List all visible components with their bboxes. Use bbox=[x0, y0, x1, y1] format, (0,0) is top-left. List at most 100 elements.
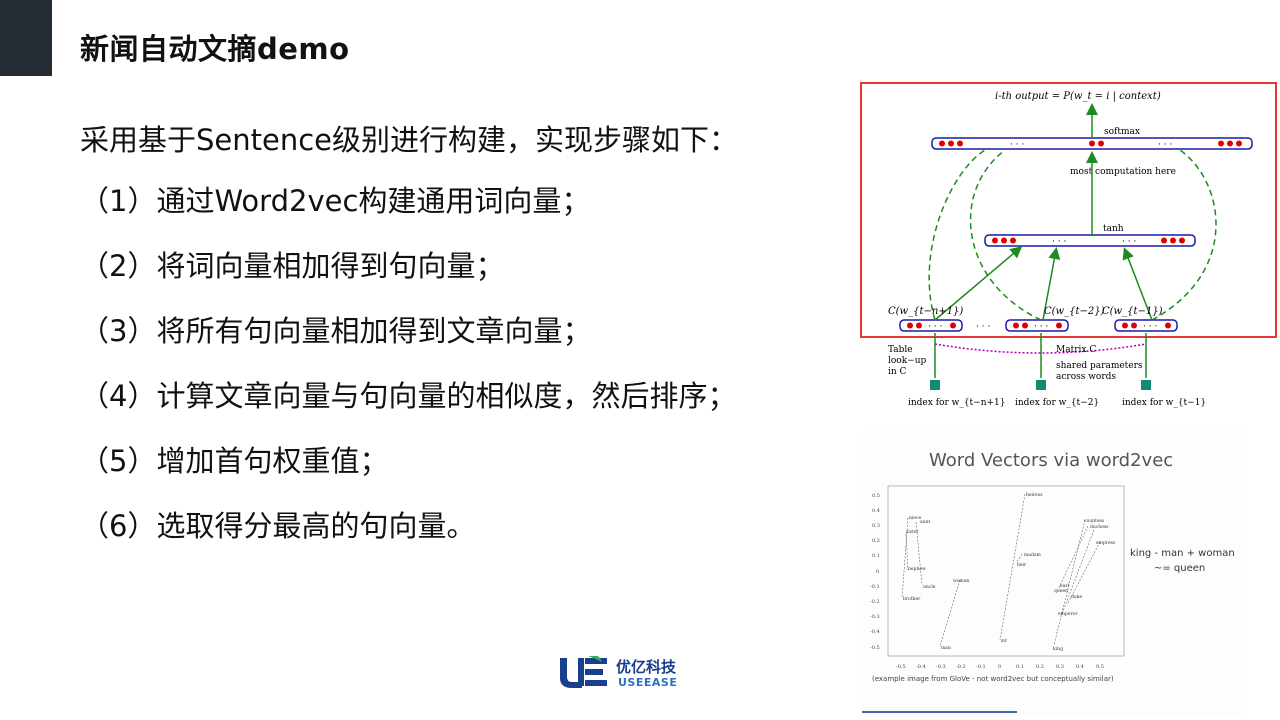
step-item: （3）将所有句向量相加得到文章向量； bbox=[80, 314, 592, 348]
svg-text:emperor: emperor bbox=[1058, 612, 1078, 617]
company-logo: 优亿科技 USEEASE bbox=[558, 656, 698, 690]
svg-text:0.2: 0.2 bbox=[1036, 664, 1044, 670]
input-neurons bbox=[907, 322, 1171, 329]
index-label-3: index for w_{t−1} bbox=[1122, 398, 1206, 408]
svg-text:-0.5: -0.5 bbox=[896, 664, 906, 670]
ellipsis: · · · bbox=[1010, 140, 1024, 150]
slide-title: 新闻自动文摘demo bbox=[80, 32, 350, 66]
index-label-1: index for w_{t−n+1} bbox=[908, 398, 1006, 408]
svg-text:-0.4: -0.4 bbox=[916, 664, 926, 670]
connection-arrows bbox=[934, 103, 1153, 378]
index-box-1 bbox=[930, 380, 940, 390]
svg-text:0.1: 0.1 bbox=[872, 553, 880, 559]
svg-text:nephew: nephew bbox=[908, 566, 926, 572]
tanh-label: tanh bbox=[1103, 224, 1124, 234]
shared-params-label: shared parameters across words bbox=[1056, 361, 1145, 382]
word-labels: niece aunt sister nephew uncle brother w… bbox=[903, 492, 1116, 652]
ellipsis: · · · bbox=[1052, 237, 1066, 247]
logo-name-en: USEEASE bbox=[618, 676, 678, 689]
ellipsis: · · · bbox=[1143, 322, 1157, 332]
svg-text:0: 0 bbox=[998, 664, 1001, 670]
word-vectors-figure: Word Vectors via word2vec 0.5 0.4 0.3 0.… bbox=[870, 450, 1235, 683]
panel-underline bbox=[862, 711, 1017, 713]
input-layer-2 bbox=[1005, 319, 1069, 332]
equation-line-2: ~= queen bbox=[1154, 563, 1205, 574]
svg-text:0.1: 0.1 bbox=[1016, 664, 1024, 670]
logo-mark-icon bbox=[560, 656, 607, 688]
word-pair-lines bbox=[901, 493, 1101, 647]
svg-text:madam: madam bbox=[1024, 552, 1042, 558]
svg-text:aunt: aunt bbox=[920, 519, 930, 525]
table-lookup-label: Table look−up in C bbox=[888, 345, 929, 377]
c1-label: C(w_{t−n+1}) bbox=[888, 306, 963, 317]
svg-text:0.4: 0.4 bbox=[872, 508, 880, 514]
svg-text:0.5: 0.5 bbox=[872, 493, 880, 499]
svg-text:queen: queen bbox=[1054, 589, 1068, 594]
svg-text:duchess: duchess bbox=[1090, 524, 1109, 530]
c3-label: C(w_{t−1}) bbox=[1102, 306, 1163, 317]
svg-text:-0.1: -0.1 bbox=[870, 584, 880, 590]
svg-text:king: king bbox=[1053, 646, 1063, 652]
svg-text:man: man bbox=[941, 646, 951, 651]
svg-text:woman: woman bbox=[953, 579, 970, 584]
svg-text:0.5: 0.5 bbox=[1096, 664, 1104, 670]
svg-text:0.3: 0.3 bbox=[1056, 664, 1064, 670]
ellipsis: · · · bbox=[1034, 322, 1048, 332]
tanh-layer bbox=[984, 234, 1196, 247]
ellipsis: · · · bbox=[928, 322, 942, 332]
index-box-2 bbox=[1036, 380, 1046, 390]
diagram-frame bbox=[860, 82, 1277, 338]
svg-text:empress: empress bbox=[1096, 541, 1116, 546]
equation-line-1: king - man + woman bbox=[1130, 548, 1235, 559]
svg-text:-0.3: -0.3 bbox=[870, 614, 880, 620]
index-box-3 bbox=[1141, 380, 1151, 390]
intro-text: 采用基于Sentence级别进行构建，实现步骤如下： bbox=[80, 123, 739, 157]
input-layer-3 bbox=[1114, 319, 1178, 332]
direct-connections bbox=[928, 149, 1217, 321]
svg-text:-0.1: -0.1 bbox=[976, 664, 986, 670]
svg-text:brother: brother bbox=[903, 596, 921, 602]
softmax-neurons bbox=[939, 140, 1242, 147]
svg-text:0: 0 bbox=[876, 569, 879, 575]
logo-name-cn: 优亿科技 bbox=[616, 658, 677, 676]
steps-list: （1）通过Word2vec构建通用词向量； （2）将词向量相加得到句向量； （3… bbox=[80, 181, 736, 571]
svg-text:sir: sir bbox=[1001, 638, 1008, 644]
input-layer-1 bbox=[899, 319, 963, 332]
svg-text:countess: countess bbox=[1084, 518, 1105, 524]
corner-accent-bar bbox=[0, 0, 52, 76]
step-item: （5）增加首句权重值； bbox=[80, 444, 389, 478]
svg-text:0.4: 0.4 bbox=[1076, 664, 1084, 670]
y-ticks: 0.5 0.4 0.3 0.2 0.1 0 -0.1 -0.2 -0.3 -0.… bbox=[870, 493, 880, 651]
softmax-label: softmax bbox=[1104, 127, 1140, 137]
ellipsis: · · · bbox=[1122, 237, 1136, 247]
step-item: （2）将词向量相加得到句向量； bbox=[80, 249, 505, 283]
svg-text:-0.2: -0.2 bbox=[956, 664, 966, 670]
svg-text:niece: niece bbox=[909, 515, 922, 521]
step-item: （1）通过Word2vec构建通用词向量； bbox=[80, 184, 591, 218]
svg-text:uncle: uncle bbox=[923, 584, 936, 590]
tanh-neurons bbox=[992, 237, 1185, 244]
output-label: i-th output = P(w_t = i | context) bbox=[995, 91, 1161, 102]
svg-text:-0.4: -0.4 bbox=[870, 629, 880, 635]
plot-area bbox=[887, 485, 1125, 657]
matrix-label: Matrix C bbox=[1056, 345, 1096, 355]
shared-parameters-line bbox=[934, 343, 1147, 354]
svg-text:heiress: heiress bbox=[1026, 492, 1043, 498]
computation-label: most computation here bbox=[1070, 167, 1176, 177]
svg-text:-0.5: -0.5 bbox=[870, 645, 880, 651]
ellipsis: · · · bbox=[976, 322, 990, 332]
svg-text:duke: duke bbox=[1071, 594, 1083, 600]
word-vectors-title: Word Vectors via word2vec bbox=[929, 450, 1173, 471]
svg-text:0.3: 0.3 bbox=[872, 523, 880, 529]
index-label-2: index for w_{t−2} bbox=[1015, 398, 1099, 408]
x-ticks: -0.5 -0.4 -0.3 -0.2 -0.1 0 0.1 0.2 0.3 0… bbox=[896, 664, 1104, 670]
word-vectors-panel: Word Vectors via word2vec 0.5 0.4 0.3 0.… bbox=[862, 430, 1246, 715]
figure-caption: (example image from GloVe - not word2vec… bbox=[872, 675, 1114, 683]
svg-text:sister: sister bbox=[906, 529, 920, 535]
svg-text:-0.3: -0.3 bbox=[936, 664, 946, 670]
svg-text:-0.2: -0.2 bbox=[870, 599, 880, 605]
step-item: （4）计算文章向量与句向量的相似度，然后排序； bbox=[80, 379, 737, 413]
svg-text:0.2: 0.2 bbox=[872, 538, 880, 544]
step-item: （6）选取得分最高的句向量。 bbox=[80, 509, 476, 543]
c2-label: C(w_{t−2}) bbox=[1044, 306, 1105, 317]
